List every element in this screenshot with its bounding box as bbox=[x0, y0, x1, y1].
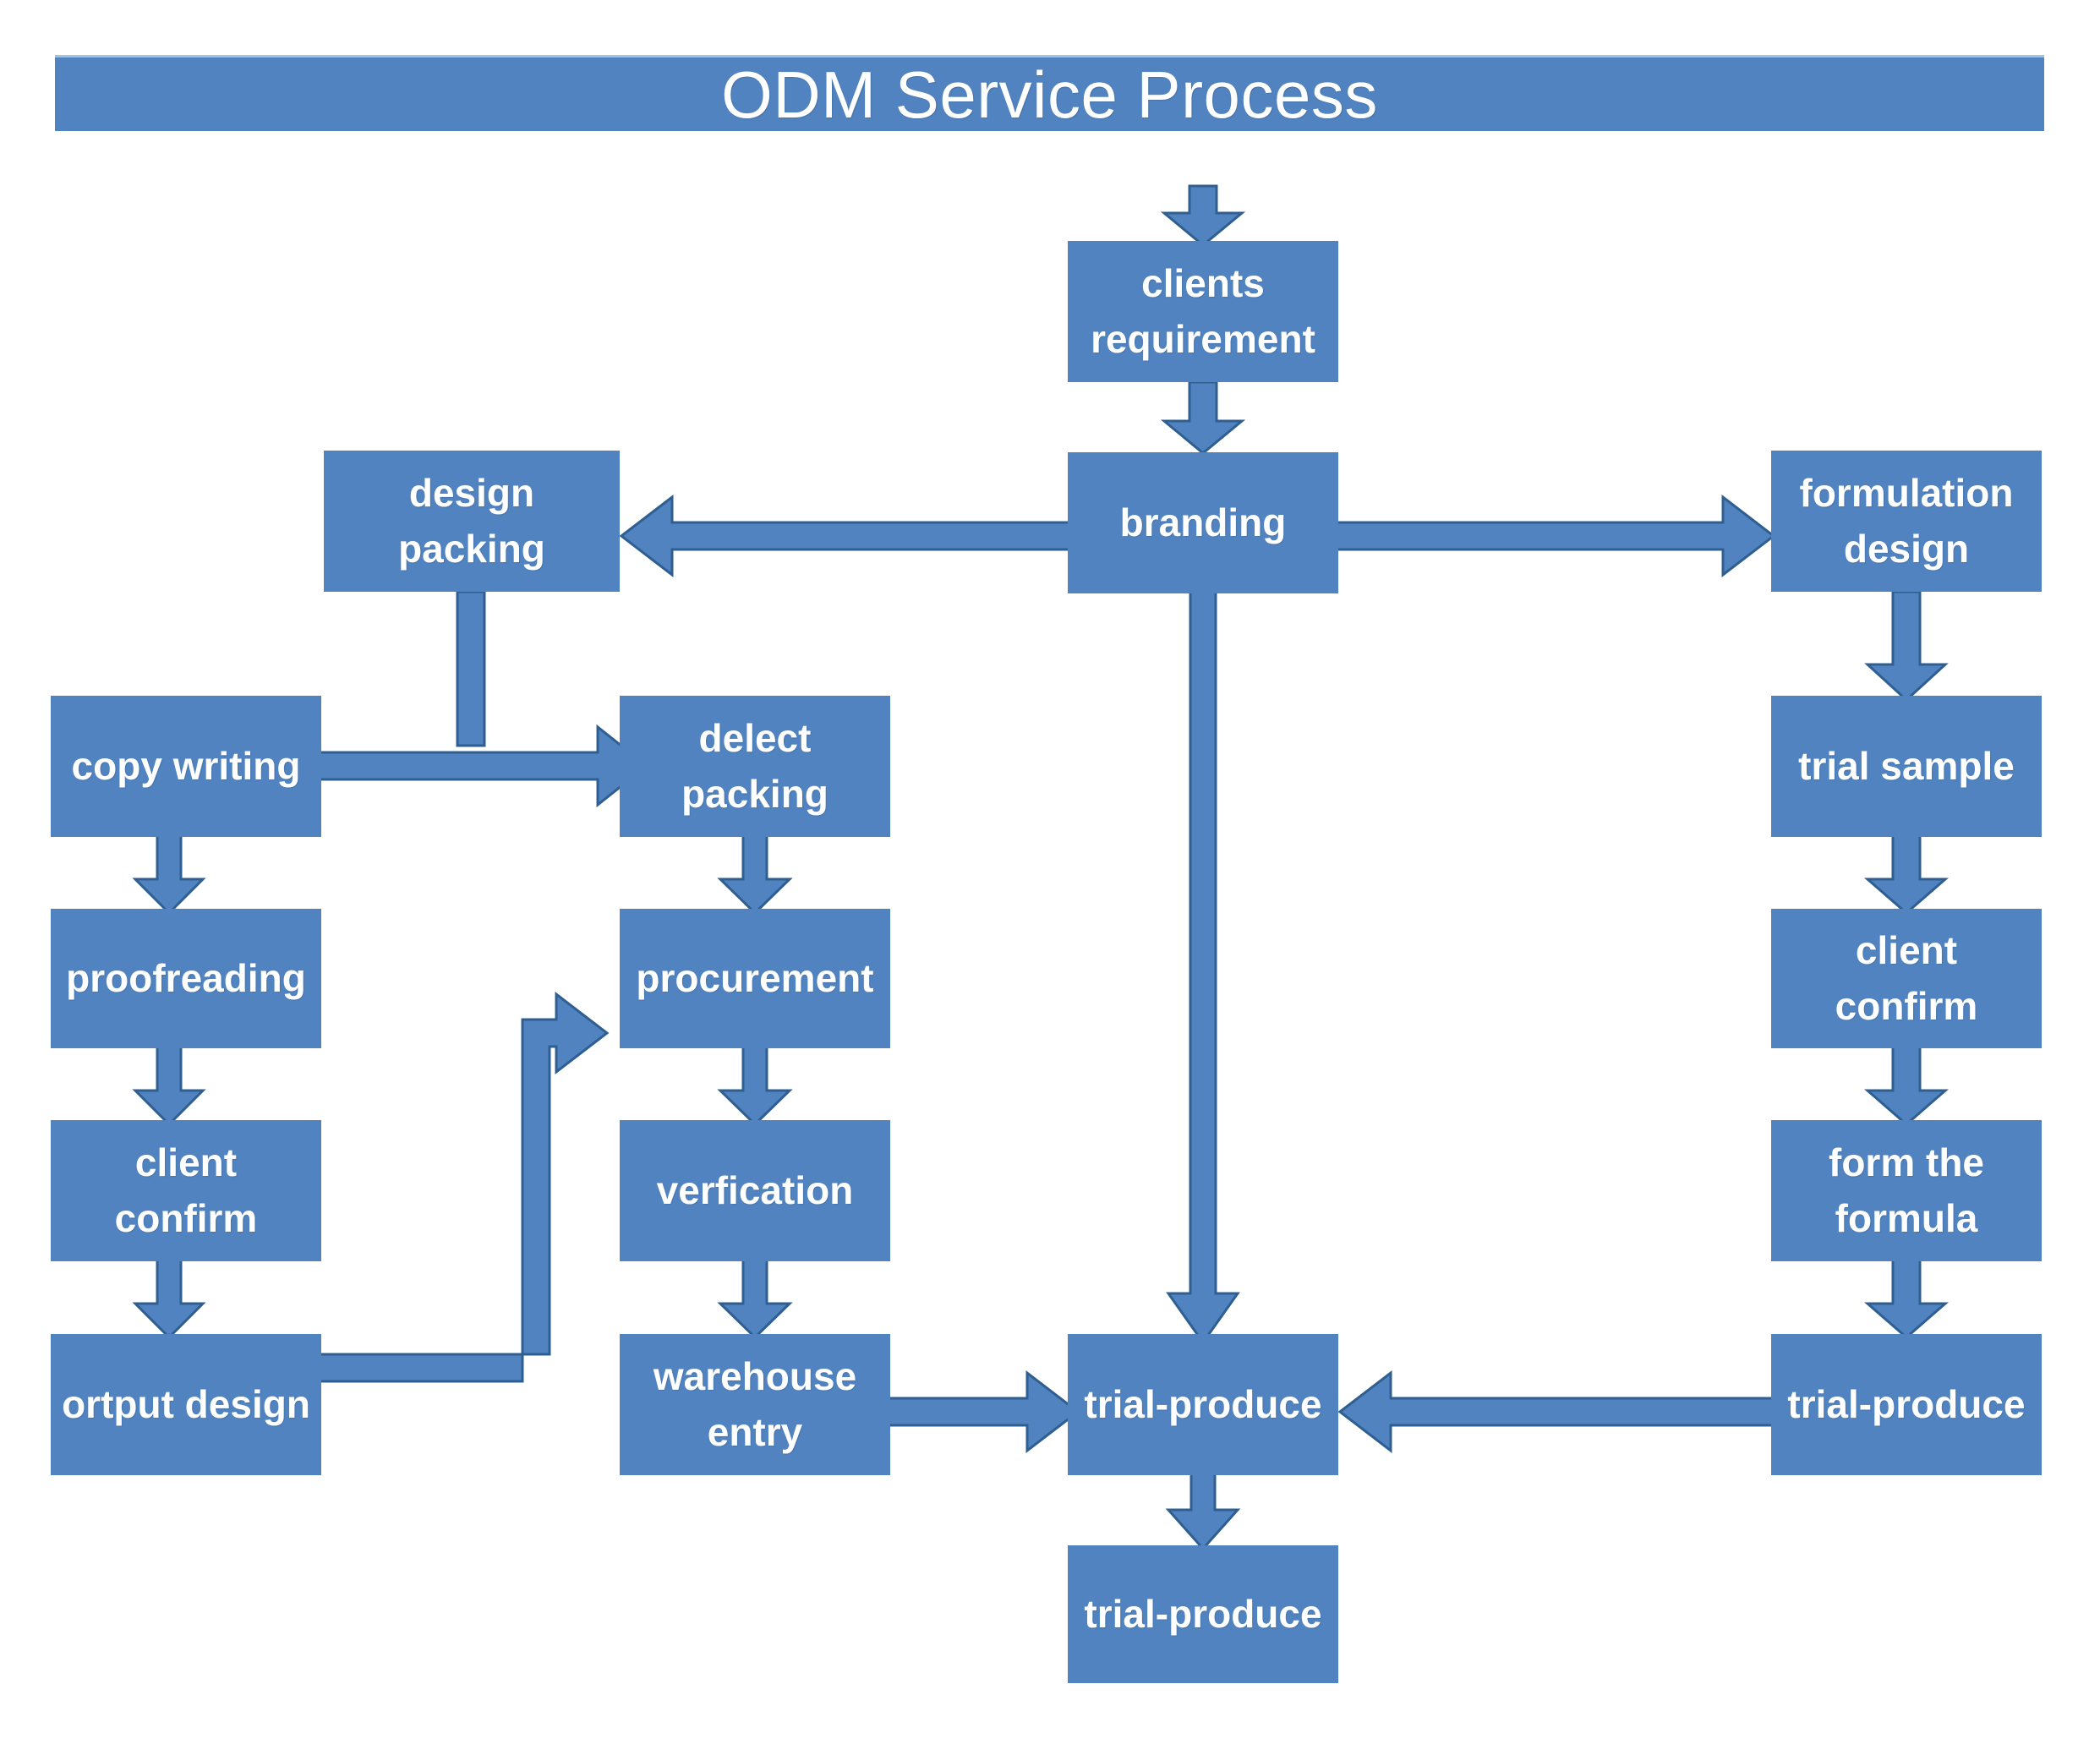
node-trial-sample[interactable]: trial sample bbox=[1771, 696, 2042, 837]
arrow-warehouse-entry-to-trial-produce bbox=[886, 1370, 1080, 1454]
arrow-proofreading-to-client-confirm bbox=[132, 1045, 206, 1127]
arrow-formulation-design-to-trial-sample bbox=[1864, 590, 1949, 703]
node-trial-produce-right[interactable]: trial-produce bbox=[1771, 1334, 2042, 1475]
node-verfication[interactable]: verfication bbox=[620, 1120, 890, 1261]
node-ortput-design[interactable]: ortput design bbox=[51, 1334, 321, 1475]
node-trial-produce-bottom[interactable]: trial-produce bbox=[1068, 1545, 1338, 1683]
node-design-packing[interactable]: design packing bbox=[324, 451, 620, 592]
arrow-form-the-formula-to-trial-produce bbox=[1863, 1258, 1950, 1339]
arrow-branding-to-formulation-design bbox=[1334, 494, 1776, 578]
node-client-confirm-left[interactable]: client confirm bbox=[51, 1120, 321, 1261]
node-client-confirm-right[interactable]: client confirm bbox=[1771, 909, 2042, 1048]
node-copy-writing[interactable]: copy writing bbox=[51, 696, 321, 837]
node-warehouse-entry[interactable]: warehouse entry bbox=[620, 1334, 890, 1475]
arrow-trial-sample-to-client-confirm bbox=[1863, 834, 1950, 915]
node-delect-packing[interactable]: delect packing bbox=[620, 696, 890, 837]
arrow-branding-to-design-packing bbox=[619, 494, 1071, 578]
page-title: ODM Service Process bbox=[721, 57, 1378, 132]
arrow-title-to-clients-requirement bbox=[1160, 184, 1246, 247]
node-branding[interactable]: branding bbox=[1068, 452, 1338, 593]
arrow-verfication-to-warehouse-entry bbox=[717, 1258, 793, 1340]
node-clients-requirement[interactable]: clients requirement bbox=[1068, 241, 1338, 382]
node-form-the-formula[interactable]: form the formula bbox=[1771, 1120, 2042, 1261]
node-trial-produce-center[interactable]: trial-produce bbox=[1068, 1334, 1338, 1475]
title-banner: ODM Service Process bbox=[55, 55, 2044, 131]
arrow-ortput-design-to-procurement-elbow bbox=[252, 964, 643, 1386]
arrow-client-confirm-to-form-the-formula bbox=[1863, 1045, 1950, 1126]
arrow-design-packing-split bbox=[446, 590, 496, 747]
arrow-copy-writing-to-proofreading bbox=[132, 834, 206, 916]
arrow-trial-produce-right-to-center bbox=[1337, 1370, 1775, 1454]
arrow-clients-requirement-to-branding bbox=[1160, 380, 1246, 455]
arrow-branding-to-trial-produce bbox=[1166, 590, 1240, 1345]
node-procurement[interactable]: procurement bbox=[620, 909, 890, 1048]
arrow-procurement-to-verfication bbox=[717, 1045, 793, 1127]
arrow-client-confirm-to-ortput-design bbox=[132, 1258, 206, 1340]
arrow-delect-packing-to-procurement bbox=[717, 834, 793, 916]
node-proofreading[interactable]: proofreading bbox=[51, 909, 321, 1048]
node-formulation-design[interactable]: formulation design bbox=[1771, 451, 2042, 592]
